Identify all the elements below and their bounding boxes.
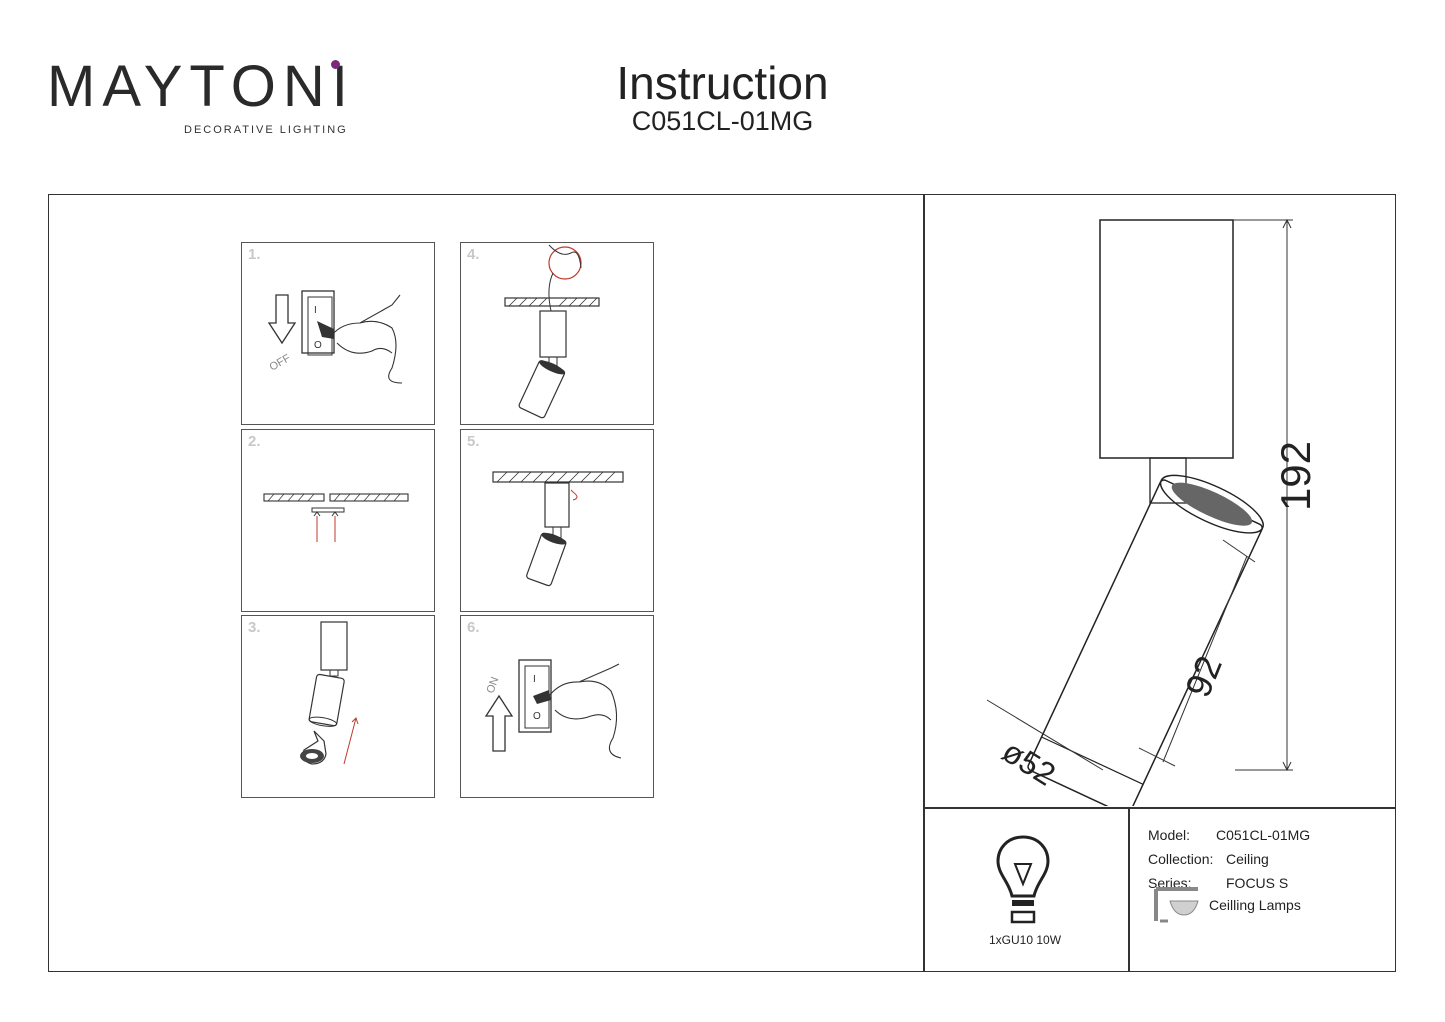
category-value: Ceilling Lamps — [1209, 897, 1301, 913]
step-3-panel: 3. — [241, 615, 435, 798]
collection-value: Ceiling — [1226, 851, 1269, 867]
step-number: 6. — [467, 619, 480, 636]
page-model-number: C051CL-01MG — [631, 106, 814, 136]
ceiling-lamp-icon — [1154, 887, 1199, 923]
lamp-spec: 1xGU10 10W — [988, 933, 1062, 947]
dimension-drawing: 192 92 ø52 — [986, 218, 1319, 806]
svg-text:O: O — [314, 340, 322, 351]
step-5-panel: 5. — [460, 429, 654, 612]
page-title: Instruction — [616, 57, 829, 109]
switch-off-illustration: OFF I O — [267, 290, 403, 384]
step-number: 4. — [467, 246, 480, 263]
wall-switch-icon — [301, 290, 335, 354]
off-label: OFF — [268, 352, 293, 374]
lamp-body-icon — [308, 673, 345, 727]
wall-switch-icon — [518, 659, 552, 733]
frame-divider-horizontal — [923, 807, 1396, 809]
step-4-panel: 4. — [460, 242, 654, 425]
spec-divider — [1128, 807, 1130, 972]
bulb-install-illustration — [300, 621, 359, 765]
svg-text:I: I — [533, 674, 536, 685]
length-dimension-line — [1138, 539, 1256, 767]
arrow-up-icon — [484, 694, 514, 752]
ceiling-right — [329, 493, 409, 502]
step-2-panel: 2. — [241, 429, 435, 612]
frame-divider-vertical — [923, 194, 925, 972]
series-value: FOCUS S — [1226, 875, 1289, 891]
diameter-dimension-line — [986, 699, 1104, 771]
lamp-body-outline — [1027, 474, 1264, 806]
on-label: ON — [485, 675, 502, 695]
step-number: 3. — [248, 619, 261, 636]
brand-tagline: DECORATIVE LIGHTING — [184, 124, 348, 136]
lamp-base-icon — [539, 310, 567, 358]
mounting-plate-icon — [311, 507, 345, 513]
ceiling-hatch — [492, 471, 624, 483]
brand-logo: MAYTONI — [47, 54, 355, 119]
arrow-down-icon — [267, 294, 297, 345]
hand-icon — [331, 294, 403, 384]
svg-text:O: O — [533, 711, 541, 722]
height-value: 192 — [1272, 441, 1319, 511]
model-label: Model: — [1148, 827, 1191, 843]
rotate-arrow-icon — [570, 489, 578, 501]
wire-connection-illustration — [504, 244, 600, 419]
step-number: 5. — [467, 433, 480, 450]
step-number: 1. — [248, 246, 261, 263]
arrow-up-icon — [343, 717, 357, 765]
switch-on-illustration: ON I O — [484, 659, 622, 759]
step-1-panel: 1. OFF I O — [241, 242, 435, 425]
height-dimension-line — [1233, 219, 1293, 771]
hand-icon — [548, 663, 622, 759]
lamp-base-icon — [320, 621, 348, 671]
step-number: 2. — [248, 433, 261, 450]
step-6-panel: 6. ON I O — [460, 615, 654, 798]
lamp-fix-illustration — [492, 471, 624, 587]
instruction-frame — [48, 194, 1396, 972]
joint-outline — [1149, 457, 1187, 504]
collection-label: Collection: — [1148, 851, 1214, 867]
canopy-outline — [1099, 219, 1234, 459]
logo-accent-dot — [331, 60, 340, 69]
lamp-base-icon — [544, 482, 570, 528]
mounting-bracket-illustration — [263, 493, 409, 542]
light-bulb-icon — [996, 835, 1050, 924]
svg-text:I: I — [314, 305, 317, 316]
ceiling-hatch — [504, 297, 600, 307]
gu10-bulb-icon — [300, 730, 327, 765]
wire-detail-highlight — [548, 246, 582, 280]
model-value: C051CL-01MG — [1216, 827, 1311, 843]
